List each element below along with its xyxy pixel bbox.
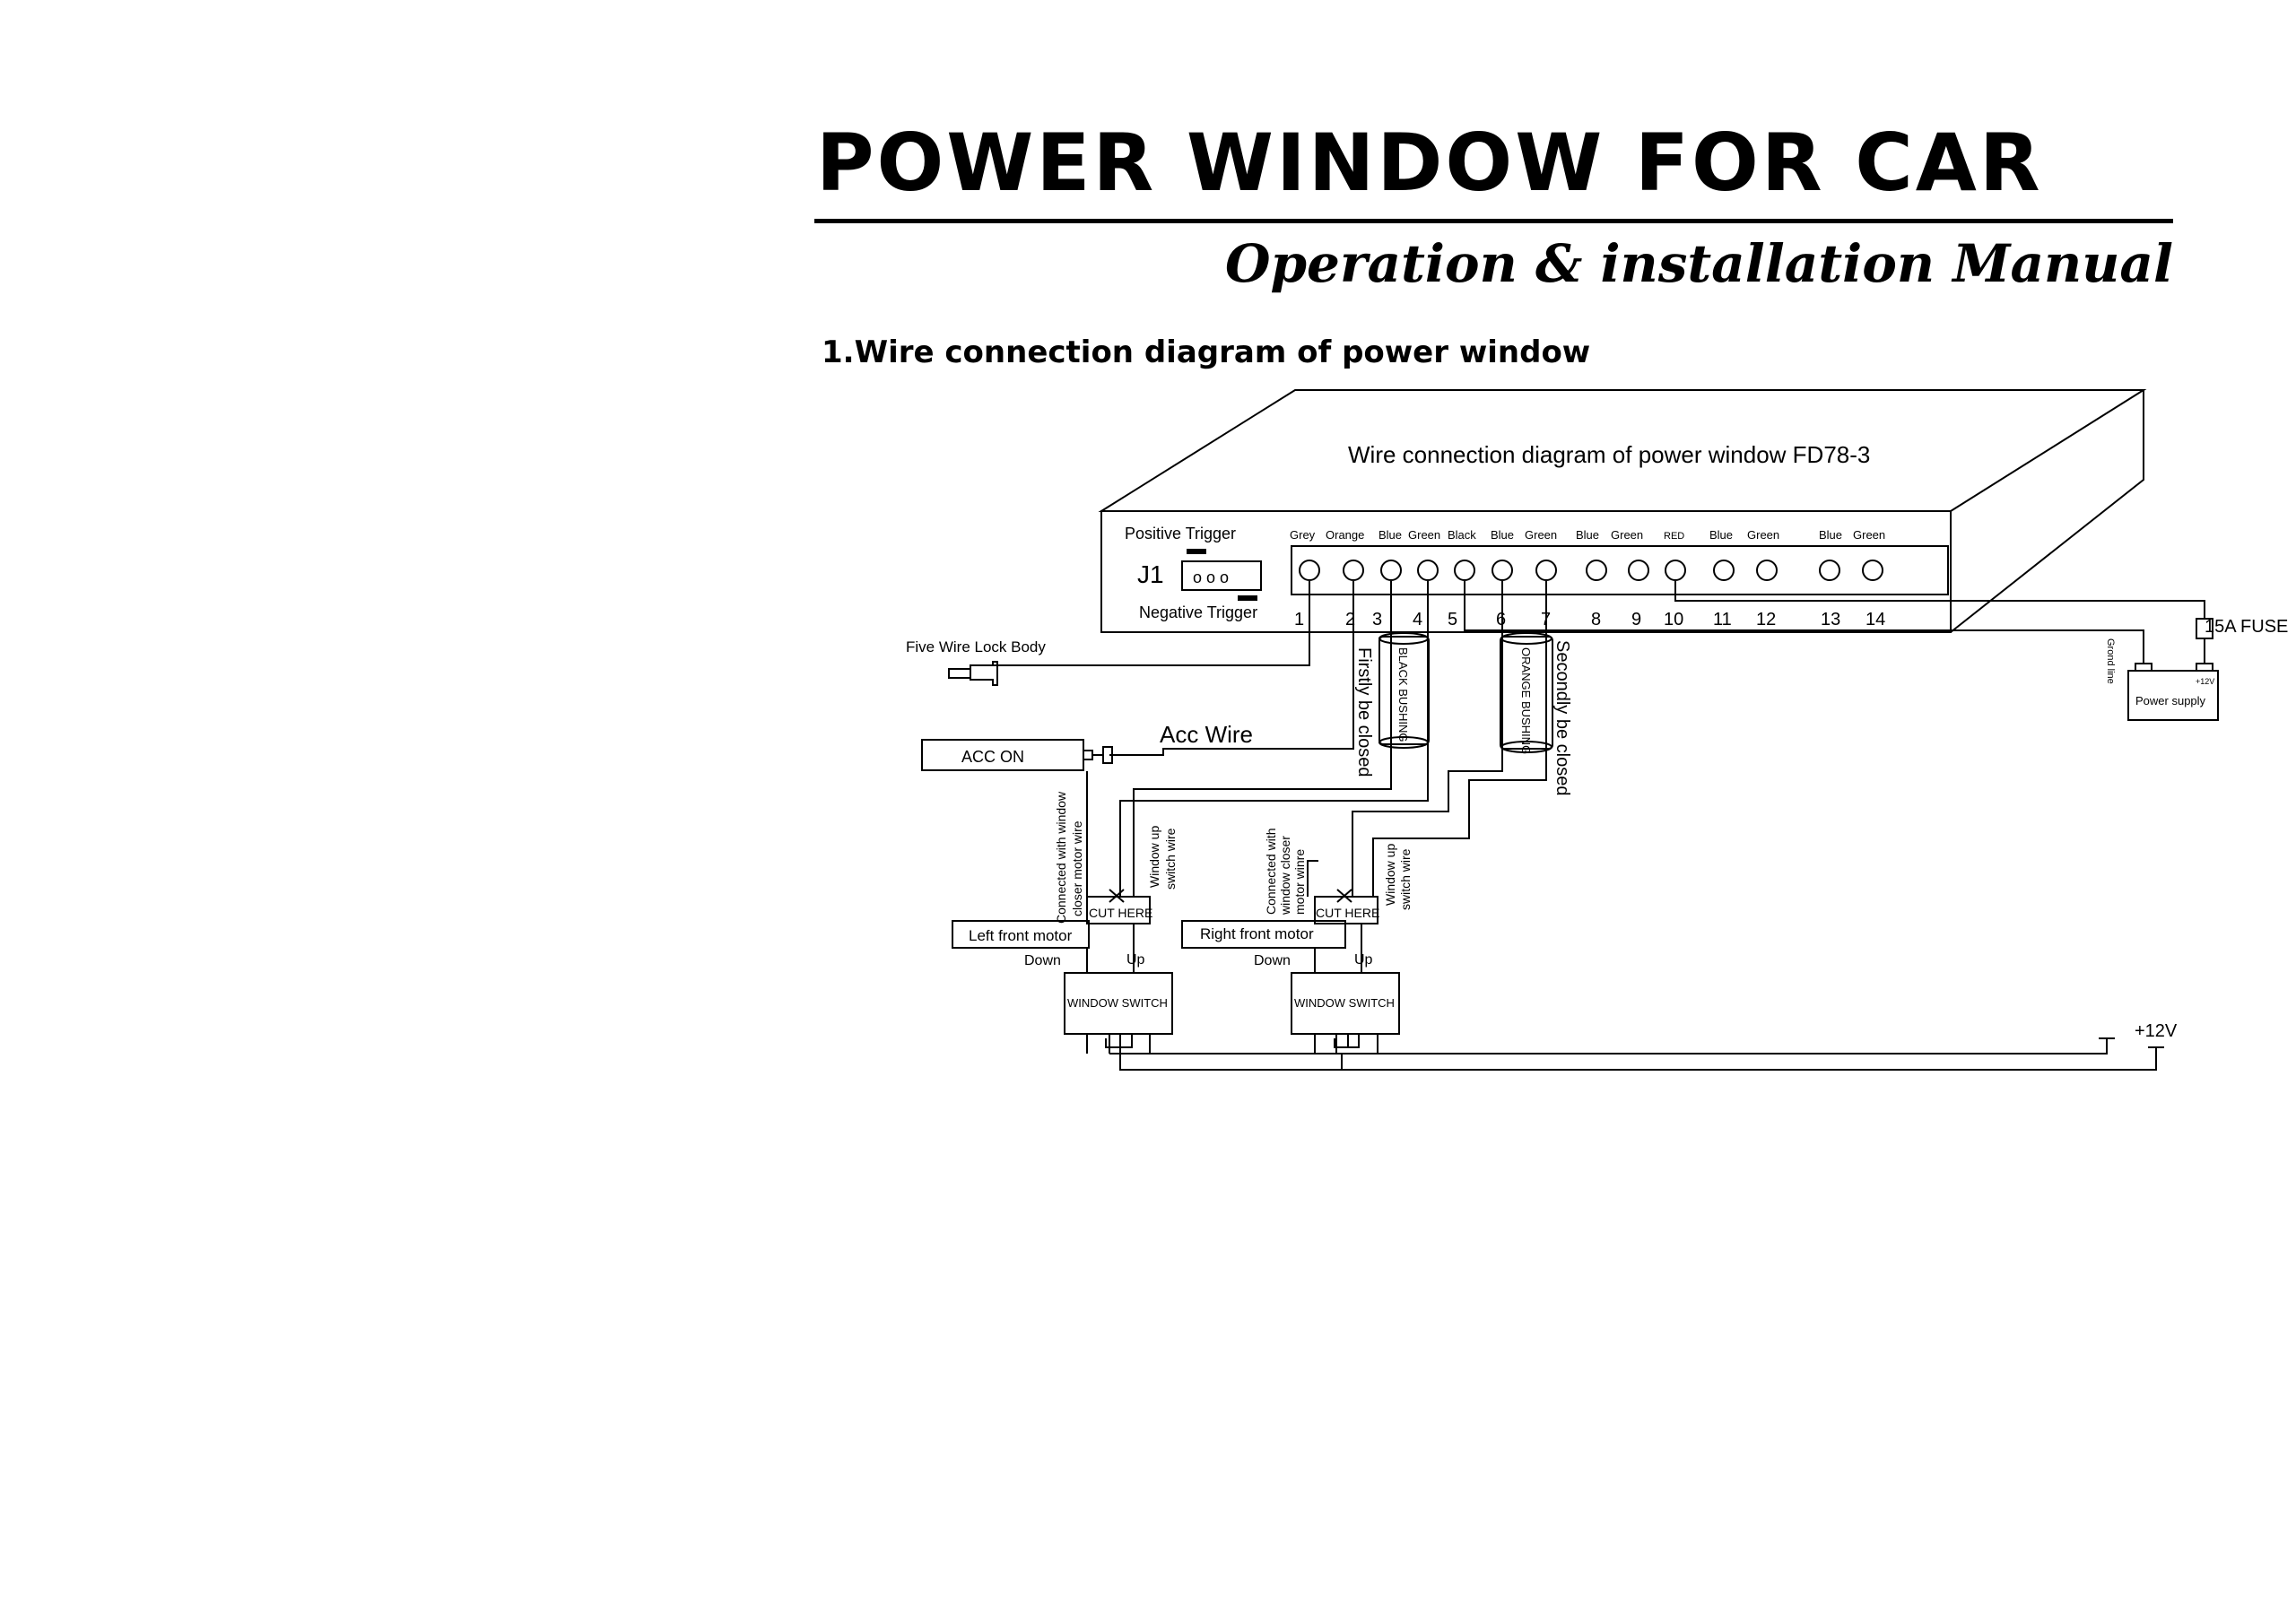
jumper-label: J1	[1137, 560, 1164, 588]
terminal-number: 6	[1496, 610, 1506, 629]
acc-wire-label: Acc Wire	[1160, 721, 1253, 748]
terminal-number: 14	[1866, 610, 1885, 629]
terminal-number: 1	[1294, 610, 1304, 629]
right-down-label: Down	[1254, 953, 1291, 968]
fuse-label: 15A FUSE	[2205, 617, 2288, 637]
right-cut-here-label: CUT HERE	[1316, 906, 1379, 920]
wire-color-label: Green	[1525, 528, 1557, 542]
control-box-side	[1950, 390, 2144, 633]
right-motor-label: Right front motor	[1200, 925, 1314, 942]
positive-trigger-label: Positive Trigger	[1125, 525, 1236, 542]
control-box-front	[1100, 510, 1952, 633]
terminal-number: 3	[1372, 610, 1382, 629]
right-window-up-line1: Window up	[1383, 844, 1397, 906]
plus12v-label: +12V	[2135, 1021, 2178, 1041]
terminal-9	[1628, 560, 1649, 581]
wire-color-label: Orange	[1326, 528, 1364, 542]
wire-color-label: RED	[1664, 531, 1684, 542]
terminal-number: 12	[1756, 610, 1776, 629]
secondly-closed-label: Secondly be closed	[1552, 640, 1572, 795]
right-connected-line2: window closer	[1278, 836, 1292, 916]
wire-color-label: Blue	[1576, 528, 1599, 542]
wire-color-label: Green	[1408, 528, 1440, 542]
right-connected-line1: Connected with	[1264, 828, 1278, 915]
right-window-switch-label: WINDOW SWITCH	[1294, 996, 1395, 1010]
wire-color-label: Blue	[1491, 528, 1514, 542]
power-supply-label: Power supply	[2135, 694, 2206, 707]
left-cut-here-label: CUT HERE	[1089, 906, 1152, 920]
wire-color-label: Blue	[1819, 528, 1842, 542]
wires	[921, 581, 2219, 1071]
left-down-label: Down	[1024, 953, 1061, 968]
terminal-12	[1756, 560, 1778, 581]
black-bushing-label: BLACK BUSHING	[1396, 647, 1410, 742]
box-title: Wire connection diagram of power window …	[1348, 441, 1870, 468]
left-window-switch-label: WINDOW SWITCH	[1067, 996, 1168, 1010]
right-up-label: Up	[1354, 952, 1373, 968]
right-connected-line3: motor winre	[1292, 849, 1307, 915]
terminal-strip	[1291, 545, 1949, 595]
terminal-6	[1492, 560, 1513, 581]
terminal-7	[1535, 560, 1557, 581]
wire-color-label: Grey	[1290, 528, 1316, 542]
terminal-4	[1417, 560, 1439, 581]
wire-color-label: Black	[1448, 528, 1476, 542]
terminal-number: 10	[1664, 610, 1683, 629]
wire-color-label: Green	[1853, 528, 1885, 542]
wire-color-label: Blue	[1378, 528, 1402, 542]
terminal-number: 9	[1631, 610, 1641, 629]
negative-trigger-label: Negative Trigger	[1139, 603, 1257, 621]
terminal-number: 2	[1345, 610, 1355, 629]
positive-trigger-bar	[1187, 549, 1206, 554]
terminal-14	[1862, 560, 1883, 581]
terminal-10	[1665, 560, 1686, 581]
wire-color-label: Blue	[1709, 528, 1733, 542]
terminal-number: 8	[1591, 610, 1601, 629]
wire-color-label: Green	[1747, 528, 1779, 542]
page-title: POWER WINDOW FOR CAR	[816, 117, 2043, 209]
left-window-up-line1: Window up	[1147, 826, 1161, 888]
left-motor-label: Left front motor	[969, 927, 1073, 944]
power-plus12v-label: +12V	[2196, 677, 2214, 686]
terminal-1	[1299, 560, 1320, 581]
terminal-number: 13	[1821, 610, 1840, 629]
terminal-number: 11	[1713, 610, 1732, 629]
negative-trigger-bar	[1238, 595, 1257, 601]
terminal-number: 4	[1413, 610, 1422, 629]
title-rule	[814, 219, 2173, 223]
terminal-8	[1586, 560, 1607, 581]
left-window-up-line2: switch wire	[1163, 828, 1178, 890]
terminal-2	[1343, 560, 1364, 581]
terminal-13	[1819, 560, 1840, 581]
left-up-label: Up	[1126, 952, 1145, 968]
jumper-j1	[1181, 560, 1262, 591]
ground-line-label: Grond line	[2105, 638, 2116, 684]
left-connected-line2: closer motor wire	[1070, 820, 1084, 916]
firstly-closed-label: Firstly be closed	[1354, 647, 1374, 777]
terminal-11	[1713, 560, 1735, 581]
right-window-up-line2: switch wire	[1398, 848, 1413, 910]
page-subtitle: Operation & installation Manual	[1224, 233, 2173, 294]
orange-bushing-label: ORANGE BUSHING	[1519, 647, 1533, 754]
lock-body-label: Five Wire Lock Body	[906, 638, 1046, 655]
acc-on-label: ACC ON	[961, 748, 1024, 766]
terminal-3	[1380, 560, 1402, 581]
jumper-pins: o o o	[1193, 568, 1229, 586]
terminal-5	[1454, 560, 1475, 581]
section-heading: 1.Wire connection diagram of power windo…	[822, 334, 1591, 370]
left-connected-line1: Connected with window	[1054, 791, 1068, 924]
wire-color-label: Green	[1611, 528, 1643, 542]
terminal-number: 5	[1448, 610, 1457, 629]
